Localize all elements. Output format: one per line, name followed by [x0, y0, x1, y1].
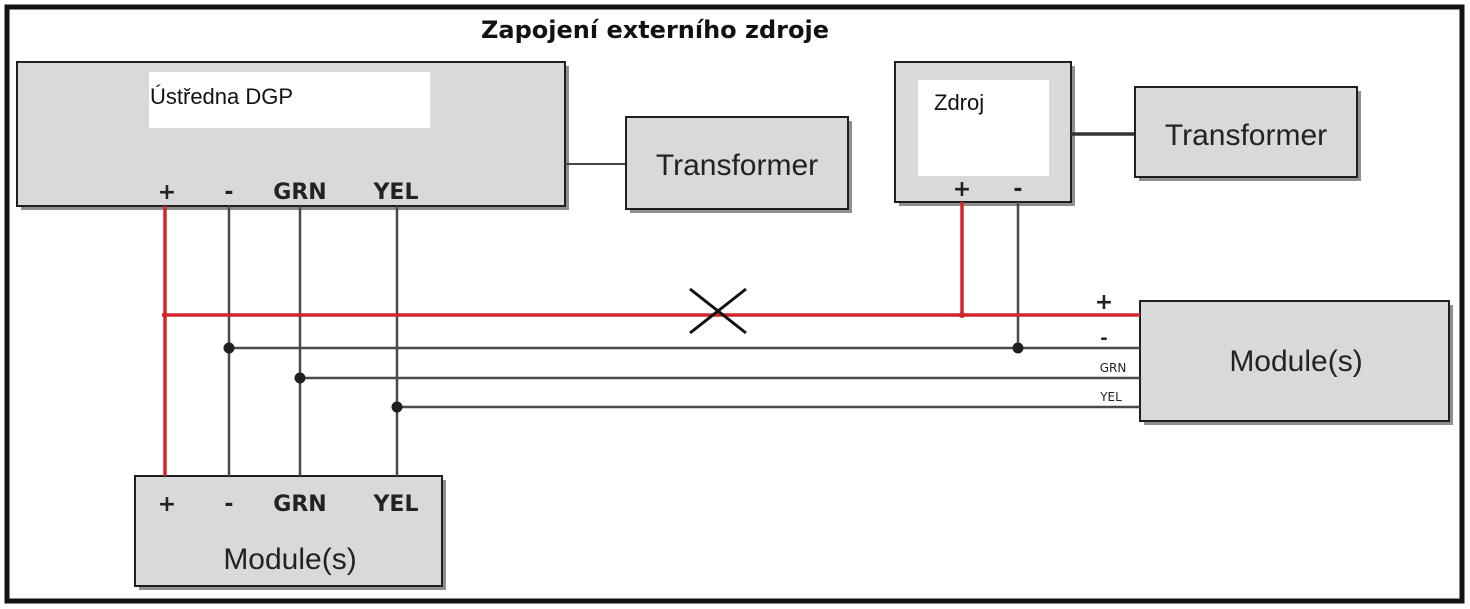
panel-terminal-yel: YEL	[373, 180, 419, 205]
supply-box: Zdroj + -	[894, 61, 1075, 206]
panel-terminal-plus: +	[158, 180, 176, 205]
transformer-left-box: Transformer	[625, 116, 852, 213]
transformer-left-label: Transformer	[656, 149, 818, 182]
module-right-terminal-minus: -	[1100, 328, 1107, 349]
module-right-terminal-yel: YEL	[1099, 390, 1122, 404]
transformer-right-box: Transformer	[1134, 86, 1361, 181]
junction-yel-panel	[391, 401, 403, 413]
panel-label: Ústředna DGP	[150, 84, 293, 109]
cross-icon	[689, 287, 747, 335]
module-right-label: Module(s)	[1229, 345, 1362, 378]
supply-terminal-plus: +	[953, 177, 971, 202]
module-bottom-terminal-yel: YEL	[373, 492, 419, 517]
junction-plus-supply	[959, 312, 965, 318]
module-bottom-terminal-plus: +	[158, 492, 176, 517]
supply-label: Zdroj	[934, 90, 984, 115]
junction-minus-panel	[223, 342, 235, 354]
diagram-title: Zapojení externího zdroje	[481, 16, 829, 44]
panel-terminal-minus: -	[224, 180, 233, 205]
panel-box: Ústředna DGP + - GRN YEL	[16, 61, 569, 210]
module-right-terminal-grn: GRN	[1100, 361, 1127, 375]
module-right-terminal-plus: +	[1095, 290, 1113, 315]
panel-terminal-grn: GRN	[273, 180, 326, 205]
module-bottom-box: + - GRN YEL Module(s)	[134, 475, 446, 590]
transformer-right-label: Transformer	[1165, 119, 1327, 152]
diagram-frame	[4, 4, 1465, 604]
module-bottom-label: Module(s)	[223, 543, 356, 576]
supply-terminal-minus: -	[1013, 177, 1022, 202]
module-right-box: Module(s)	[1139, 300, 1453, 425]
junction-minus-supply	[1012, 342, 1024, 354]
junction-grn-panel	[294, 372, 306, 384]
module-bottom-terminal-grn: GRN	[273, 492, 326, 517]
module-bottom-terminal-minus: -	[224, 492, 233, 517]
